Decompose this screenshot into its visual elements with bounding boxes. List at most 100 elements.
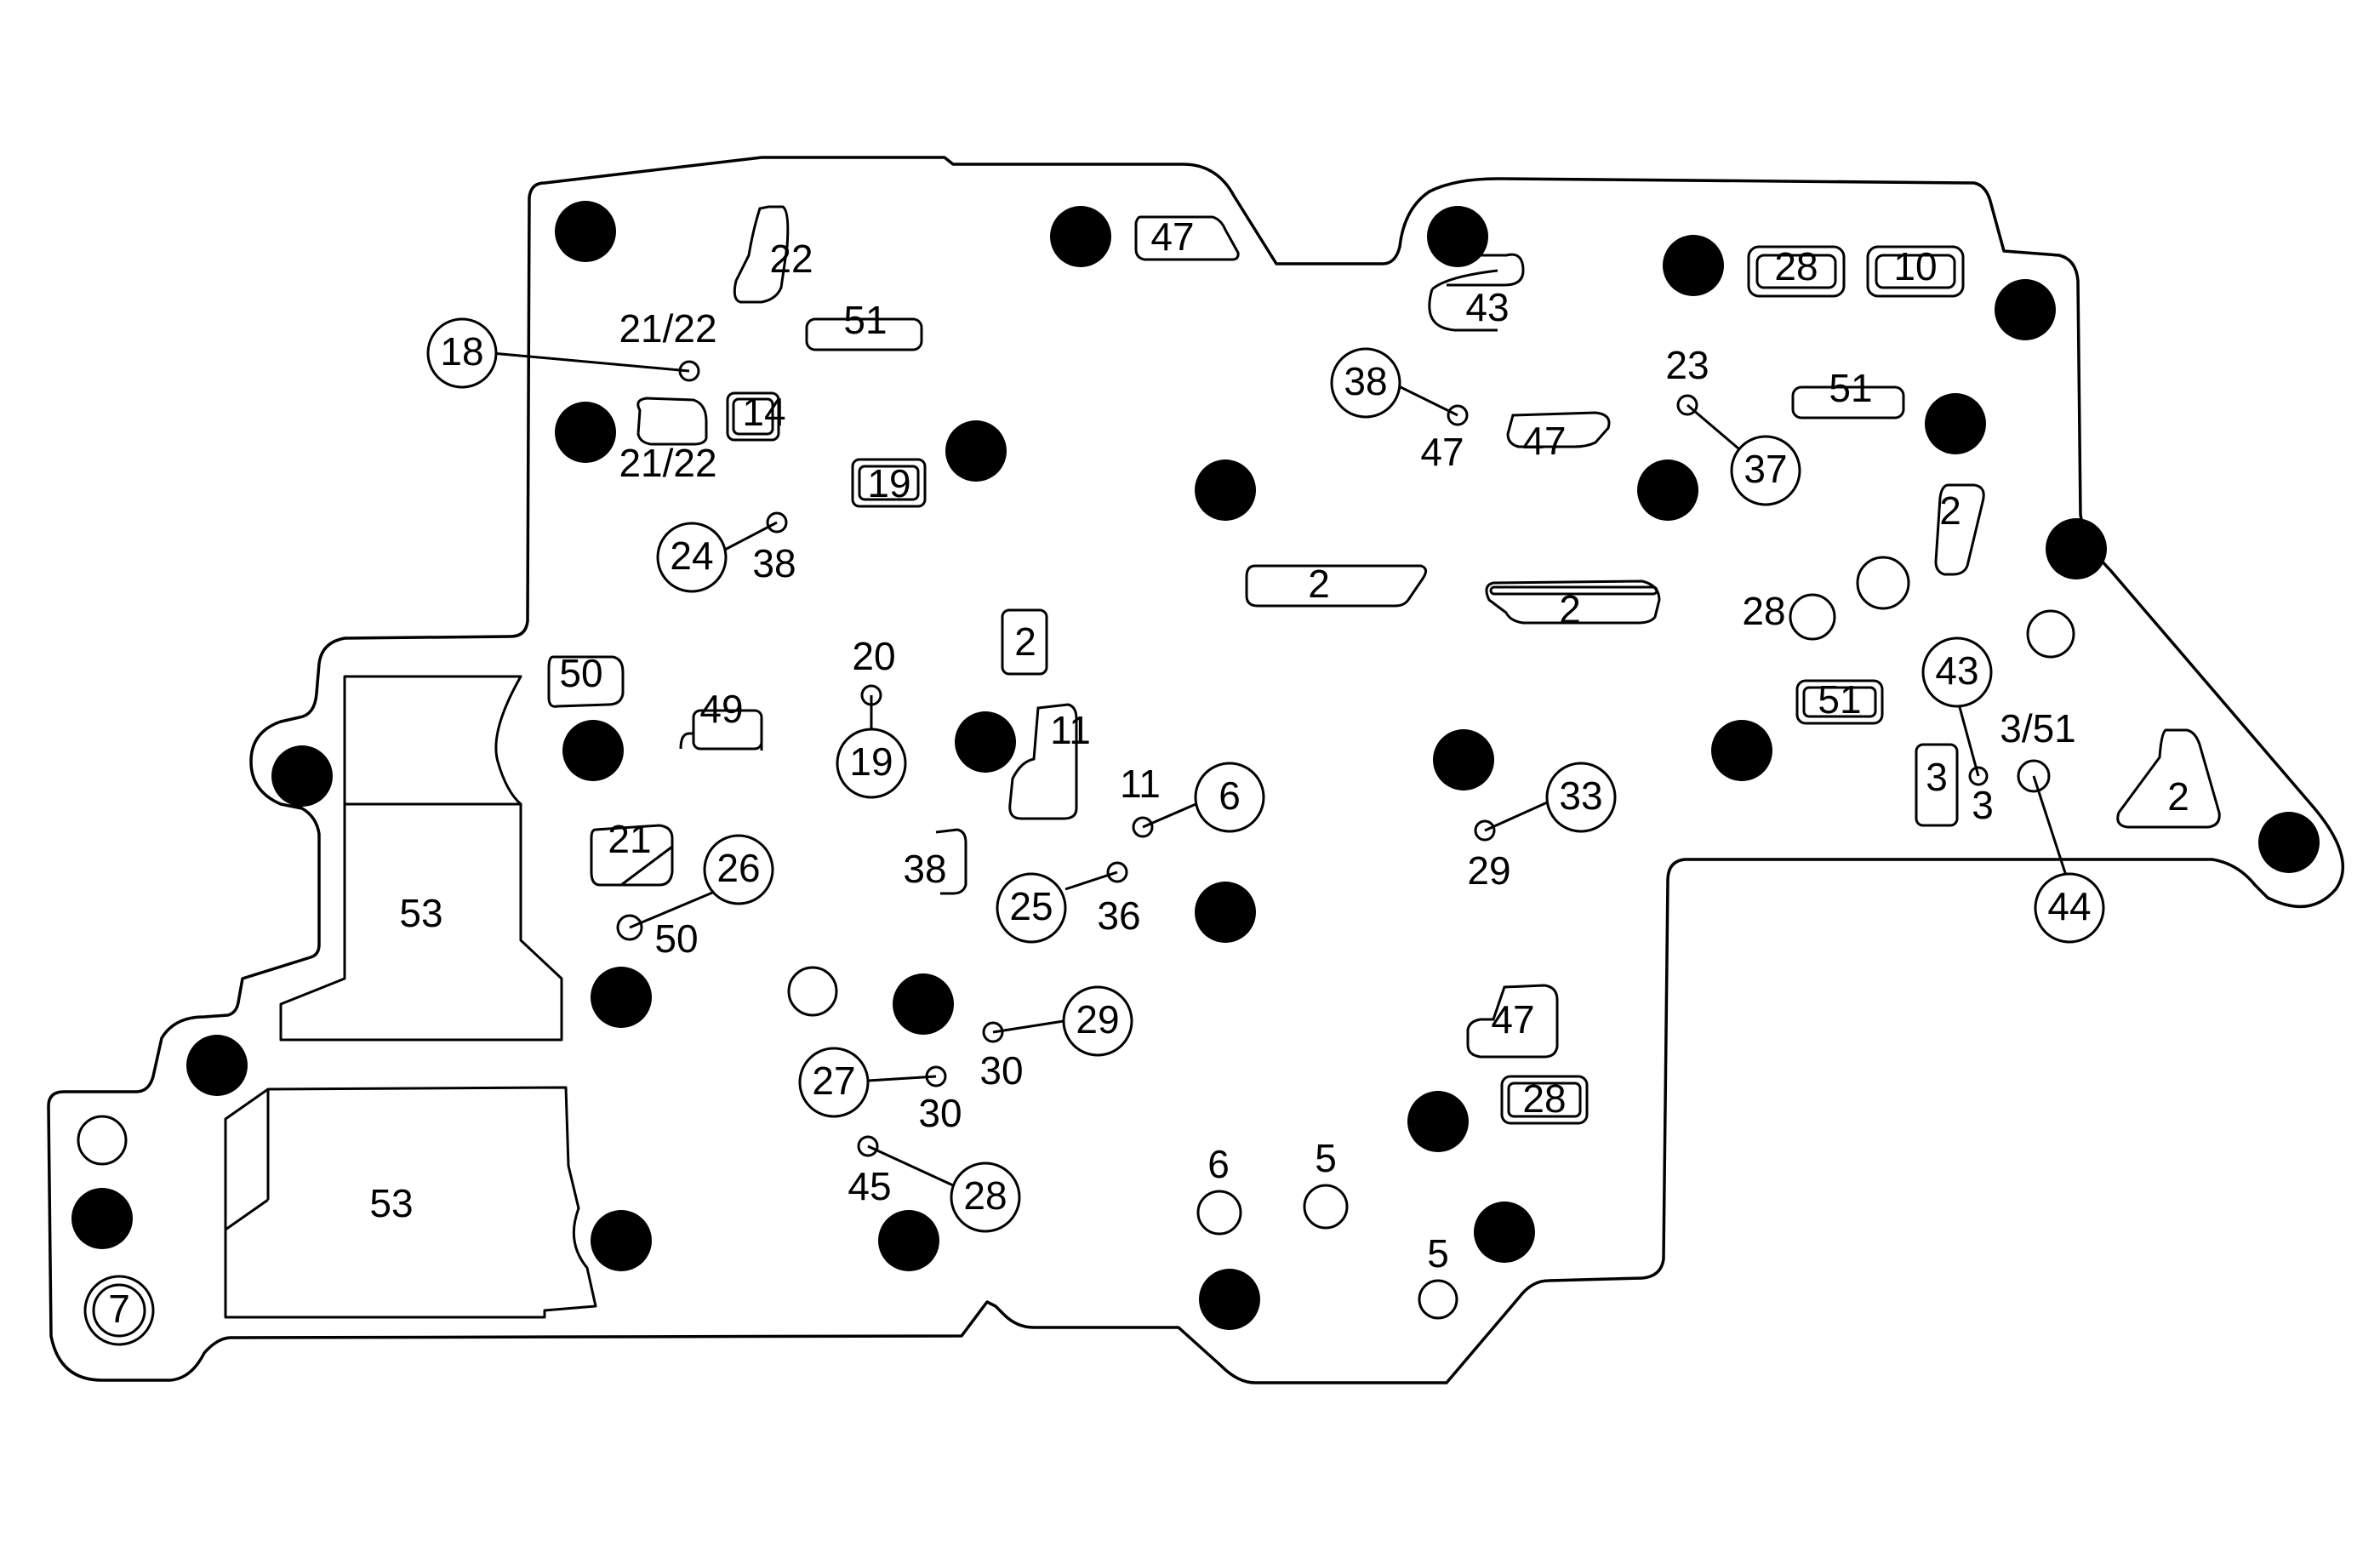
slot-label: 49: [699, 687, 743, 731]
slot-label: 10: [1893, 244, 1937, 288]
point-label: 21/22: [619, 441, 716, 485]
point-label: 30: [979, 1048, 1023, 1093]
slot-label: 43: [1465, 285, 1509, 329]
point-label: 11: [1120, 762, 1161, 806]
bolt-hole: [1427, 206, 1488, 267]
slot-19: [851, 458, 927, 508]
bolt-hole: [893, 973, 954, 1035]
slot-47-top: [1134, 215, 1240, 261]
bolt-hole: [1474, 1202, 1535, 1263]
callout-43: [1921, 636, 1993, 708]
slot-2122: [636, 397, 708, 446]
leader: [629, 889, 717, 929]
callout-29: [1062, 985, 1133, 1057]
bolt-hole: [591, 967, 652, 1028]
callout-label: 25: [1009, 884, 1053, 928]
cutout-upper-left: [279, 675, 563, 1042]
slot-19-inner: [858, 465, 920, 501]
open-hole: [1303, 1184, 1349, 1230]
callout-25: [996, 872, 1067, 944]
slot-2-long-inner: [1489, 585, 1658, 596]
callout-38: [1330, 347, 1401, 419]
open-holes: [77, 556, 2075, 1320]
slot-label: 2: [1308, 562, 1330, 606]
bolt-hole: [945, 420, 1007, 482]
slot-label: 2: [1014, 619, 1036, 664]
cutout-lower-left: [224, 1086, 597, 1319]
leader: [1142, 801, 1201, 829]
callout-label: 28: [963, 1173, 1007, 1218]
bolt-hole: [1407, 1091, 1469, 1152]
slot-label: 47: [1150, 214, 1194, 259]
slot-14-inner: [732, 397, 774, 436]
slot-47-mid: [1506, 411, 1611, 448]
slot-label: 53: [399, 891, 442, 935]
slot-28-low: [1500, 1075, 1589, 1125]
bolt-hole: [555, 402, 616, 463]
open-hole: [1196, 1190, 1242, 1236]
callout-label: 33: [1559, 773, 1602, 818]
callout-label: 19: [849, 739, 893, 784]
leader: [867, 1144, 954, 1187]
slot-label: 47: [1491, 997, 1534, 1042]
ports: [616, 360, 2051, 1157]
bolt-holes: [71, 201, 2320, 1330]
bolt-hole: [71, 1188, 133, 1249]
slot-label: 53: [369, 1181, 413, 1225]
slot-label: 19: [867, 461, 910, 505]
point-label: 5: [1315, 1136, 1337, 1180]
slot-label: 2: [1559, 587, 1581, 631]
point-label: 6: [1207, 1142, 1230, 1186]
callout-19: [836, 728, 907, 799]
callout-label: 38: [1344, 359, 1387, 403]
slot-label: 2: [2167, 774, 2189, 819]
callout-37: [1730, 435, 1801, 506]
callout-label: 24: [670, 534, 713, 578]
bolt-hole: [1663, 235, 1724, 296]
bolt-hole: [1199, 1269, 1260, 1330]
bolt-hole: [1925, 393, 1986, 454]
slot-43-inner: [1428, 269, 1498, 332]
slot-50: [547, 655, 625, 708]
callout-18: [426, 317, 498, 389]
leader: [992, 1019, 1064, 1034]
slot-38: [935, 828, 967, 895]
slot-2-far-right: [2116, 728, 2221, 829]
bolt-hole: [591, 1210, 652, 1271]
callout-label: 43: [1935, 648, 1978, 693]
slot-2-right: [1934, 483, 1985, 576]
callout-label: 18: [440, 329, 483, 374]
slot-label: 50: [559, 651, 602, 695]
callout-24: [656, 522, 728, 593]
point-label: 5: [1427, 1231, 1449, 1276]
open-hole: [77, 1115, 128, 1166]
bolt-hole: [555, 201, 616, 262]
slot-10-inner: [1875, 254, 1956, 289]
bolt-hole: [562, 720, 624, 781]
slot-21-chamfer: [620, 845, 673, 887]
slot-51-small-inner: [1802, 686, 1877, 718]
bolt-hole: [1195, 459, 1256, 521]
leader: [1955, 697, 1980, 777]
callout-28: [950, 1162, 1021, 1233]
leader: [2032, 775, 2069, 882]
callout-7: [83, 1275, 155, 1346]
bolt-hole: [878, 1210, 939, 1271]
slot-labels: 22 47 43 28 10 51 14 51 47 19 2 2 2 2 50…: [369, 214, 2189, 1225]
callout-label: 37: [1744, 447, 1787, 491]
callout-44: [2034, 872, 2105, 944]
slot-49-body: [692, 709, 763, 751]
callout-label: 6: [1219, 773, 1241, 818]
leader: [491, 351, 690, 373]
callouts: [83, 317, 2105, 1346]
bolt-hole: [2258, 812, 2320, 873]
slot-21: [590, 824, 674, 887]
plate-outline: [47, 156, 2345, 1384]
bolt-hole: [955, 711, 1016, 773]
slot-3: [1915, 743, 1959, 827]
slot-label: 11: [1050, 708, 1091, 752]
slot-51-left: [805, 317, 923, 351]
open-hole: [787, 966, 838, 1017]
callout-label: 26: [716, 846, 760, 890]
